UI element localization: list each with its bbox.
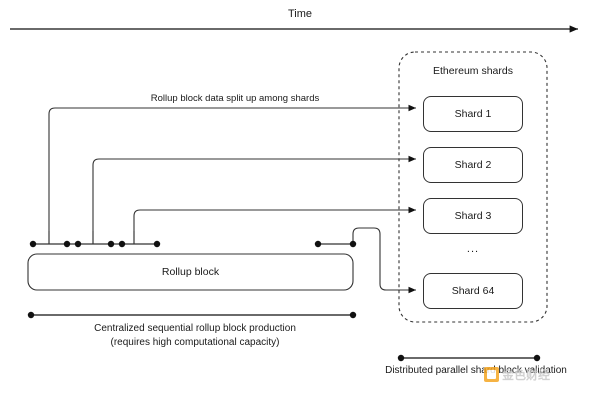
ethereum-shards-title: Ethereum shards — [433, 65, 513, 77]
segment-dot-5 — [118, 240, 126, 248]
shard-box-64-label: Shard 64 — [451, 285, 495, 297]
segment-dot-3 — [74, 240, 82, 248]
segment-dot-6 — [153, 240, 161, 248]
shard-box-1-label: Shard 1 — [454, 108, 492, 120]
caption-right-measure-dot-end — [533, 354, 541, 362]
shard-box-3[interactable]: Shard 3 — [423, 198, 523, 234]
time-axis-label: Time — [287, 8, 313, 20]
caption-left-line-2: (requires high computational capacity) — [110, 337, 280, 348]
segment-dot-8 — [349, 240, 357, 248]
caption-left-measure-dot-start — [27, 311, 35, 319]
shard-box-2-label: Shard 2 — [454, 159, 492, 171]
connector-shard-3 — [133, 206, 416, 244]
connector-shard-1 — [48, 104, 416, 244]
shard-box-1[interactable]: Shard 1 — [423, 96, 523, 132]
caption-left-line-1: Centralized sequential rollup block prod… — [94, 323, 296, 334]
connector-shard-64 — [352, 227, 416, 294]
caption-right-measure-dot-start — [397, 354, 405, 362]
segment-dot-7 — [314, 240, 322, 248]
segment-dot-4 — [107, 240, 115, 248]
shard-box-64[interactable]: Shard 64 — [423, 273, 523, 309]
caption-left: Centralized sequential rollup block prod… — [0, 322, 390, 350]
caption-left-measure-dot-end — [349, 311, 357, 319]
caption-right: Distributed parallel shard block validat… — [385, 365, 567, 376]
shard-box-3-label: Shard 3 — [454, 210, 492, 222]
shard-ellipsis: ... — [466, 243, 480, 255]
segment-dot-2 — [63, 240, 71, 248]
flow-label: Rollup block data split up among shards — [150, 93, 320, 104]
ethereum-shards-container — [398, 51, 548, 323]
segment-dot-1 — [29, 240, 37, 248]
connector-shard-2 — [92, 155, 416, 244]
shard-box-2[interactable]: Shard 2 — [423, 147, 523, 183]
rollup-block-shape — [27, 253, 354, 291]
rollup-block-label: Rollup block — [161, 266, 220, 278]
